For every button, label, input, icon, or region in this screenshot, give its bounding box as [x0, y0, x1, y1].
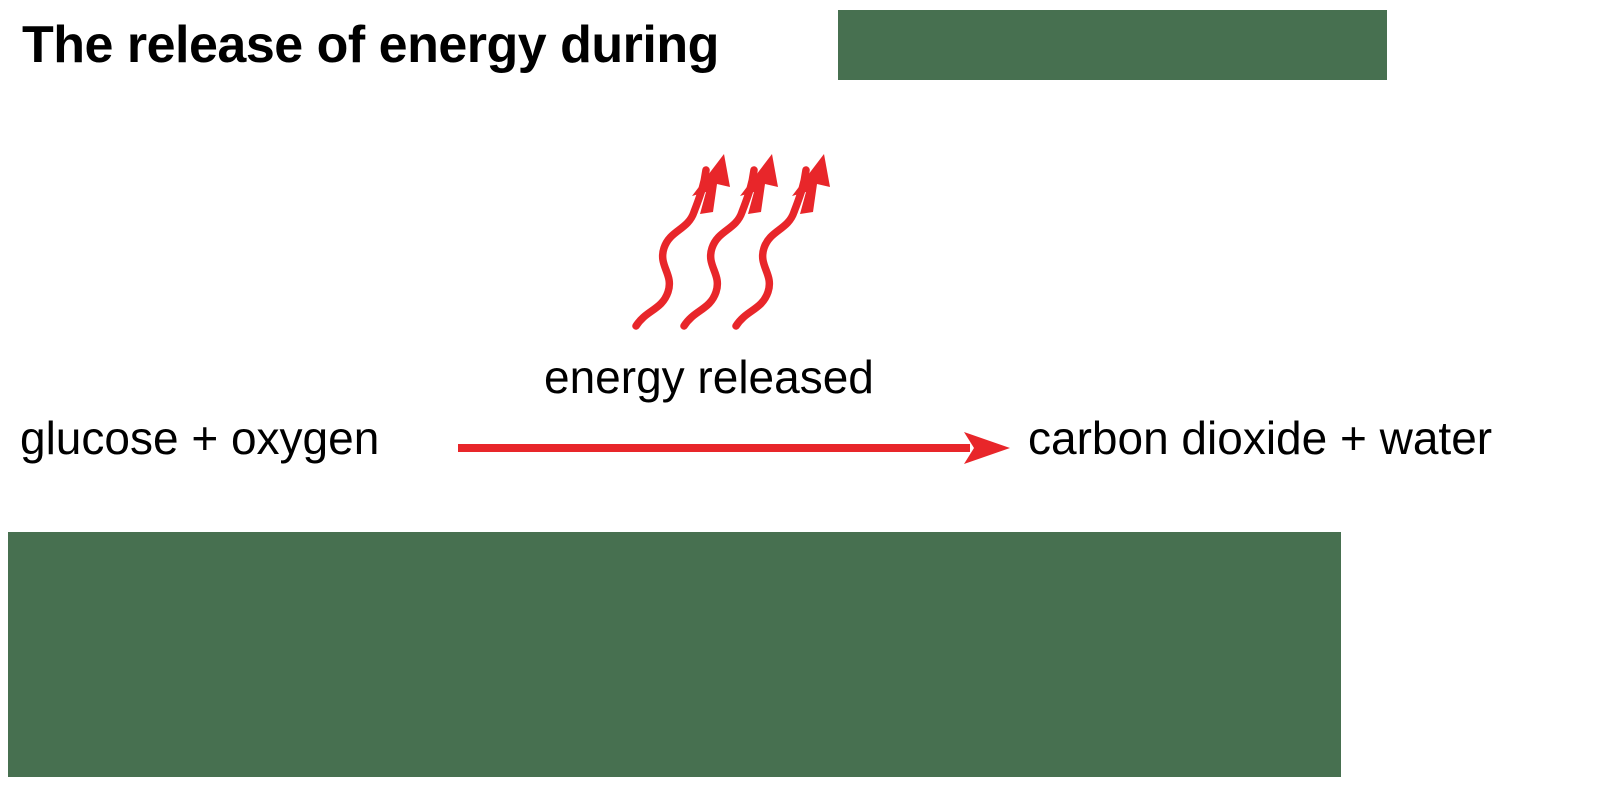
squiggly-arrow-icon [632, 154, 830, 330]
bottom-redaction-block [8, 532, 1341, 777]
right-arrow-icon [458, 432, 1010, 464]
energy-released-label: energy released [544, 351, 874, 403]
title-redaction-block [838, 10, 1387, 80]
equation-reactants: glucose + oxygen [20, 412, 380, 464]
energy-arrows-group [600, 140, 880, 340]
equation-products: carbon dioxide + water [1028, 412, 1493, 464]
reaction-arrow [458, 424, 1010, 474]
page-title: The release of energy during [22, 16, 719, 74]
